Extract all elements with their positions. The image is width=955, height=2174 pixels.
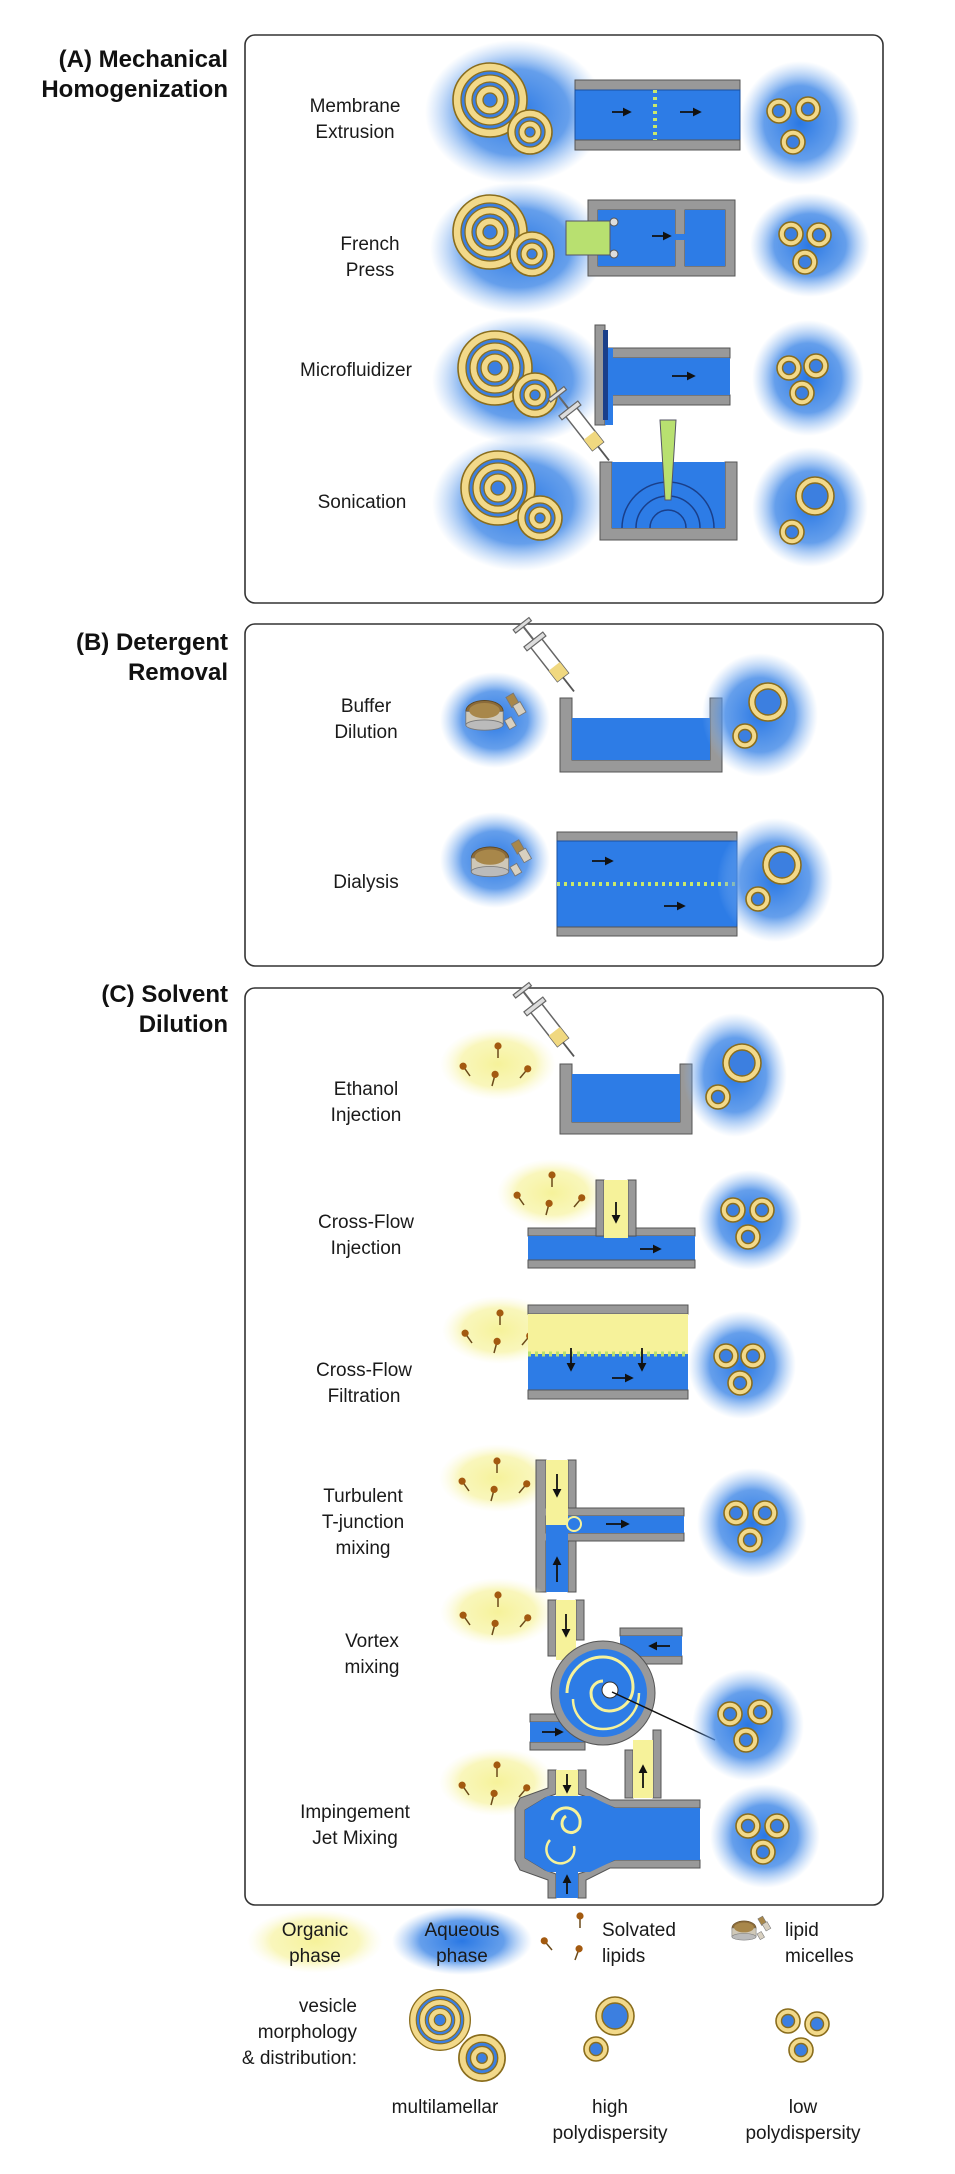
french-press-input-blob — [430, 182, 606, 314]
svg-text:mixing: mixing — [336, 1538, 391, 1559]
svg-text:polydispersity: polydispersity — [552, 2123, 668, 2144]
svg-text:phase: phase — [289, 1946, 341, 1967]
dialysis-input-blob — [440, 812, 550, 908]
french-press-device — [565, 199, 736, 277]
svg-text:Solvated: Solvated — [602, 1920, 676, 1941]
label-ethanol-injection: Ethanol Injection — [331, 1079, 402, 1126]
svg-text:Injection: Injection — [331, 1238, 402, 1259]
svg-text:multilamellar: multilamellar — [392, 2097, 499, 2118]
section-b-subtitle: Removal — [128, 659, 228, 686]
svg-text:morphology: morphology — [258, 2022, 358, 2043]
ethanol-injection-output-blob — [683, 1013, 787, 1137]
buffer-dilution-input-blob — [440, 672, 550, 768]
sonicator-probe-icon — [659, 419, 677, 501]
legend-vesicle-morphology-label: vesicle morphology & distribution: — [242, 1996, 358, 2069]
svg-text:Cross-Flow: Cross-Flow — [318, 1212, 414, 1233]
legend-low-polydispersity: low polydispersity — [745, 2008, 861, 2144]
svg-text:Impingement: Impingement — [300, 1802, 411, 1823]
svg-text:mixing: mixing — [345, 1657, 400, 1678]
buffer-dilution-vessel — [559, 697, 723, 773]
cross-flow-injection-input-blob — [497, 1159, 607, 1227]
cross-flow-injection-output-blob — [698, 1170, 802, 1270]
dialysis-device — [556, 831, 738, 937]
legend-organic-phase: Organic phase — [247, 1909, 383, 1973]
panel-a — [244, 34, 884, 604]
label-buffer-dilution: Buffer Dilution — [334, 696, 397, 743]
legend-high-polydispersity: high polydispersity — [552, 1996, 668, 2144]
ethanol-injection-vessel — [559, 1063, 693, 1135]
svg-text:Extrusion: Extrusion — [315, 122, 394, 143]
t-junction-output-blob — [697, 1468, 807, 1578]
label-membrane-extrusion: Membrane Extrusion — [310, 96, 401, 143]
sonication-output-blob — [752, 447, 868, 567]
t-junction-device — [535, 1459, 685, 1593]
dialysis-output-blob — [717, 818, 833, 942]
svg-text:Vortex: Vortex — [345, 1631, 399, 1652]
microfluidizer-output-blob — [752, 320, 864, 436]
buffer-dilution-output-blob — [702, 653, 818, 777]
legend-multilamellar: multilamellar — [392, 1989, 506, 2118]
label-sonication: Sonication — [318, 492, 407, 513]
svg-text:polydispersity: polydispersity — [745, 2123, 861, 2144]
legend-lipid-micelles: lipid micelles — [731, 1915, 854, 1967]
vortex-input-blob — [440, 1578, 556, 1646]
label-cross-flow-filtration: Cross-Flow Filtration — [316, 1360, 412, 1407]
svg-text:Press: Press — [346, 260, 395, 281]
sonication-input-blob — [432, 435, 608, 571]
svg-text:Filtration: Filtration — [328, 1386, 401, 1407]
svg-text:low: low — [789, 2097, 818, 2118]
svg-text:Jet Mixing: Jet Mixing — [312, 1828, 398, 1849]
label-dialysis: Dialysis — [333, 872, 398, 893]
svg-text:phase: phase — [436, 1946, 488, 1967]
svg-text:Cross-Flow: Cross-Flow — [316, 1360, 412, 1381]
section-b-title: (B) Detergent — [76, 629, 228, 656]
membrane-extrusion-device — [574, 79, 741, 151]
vortex-output-blob — [692, 1669, 804, 1781]
label-impingement-jet: Impingement Jet Mixing — [300, 1802, 411, 1849]
vortex-device — [529, 1599, 716, 1799]
svg-text:T-junction: T-junction — [322, 1512, 404, 1533]
svg-text:Injection: Injection — [331, 1105, 402, 1126]
legend-solvated-lipids: Solvated lipids — [538, 1911, 676, 1967]
membrane-extrusion-input-blob — [425, 40, 605, 184]
cross-flow-filtration-device — [527, 1304, 689, 1400]
french-press-output-blob — [750, 193, 870, 297]
svg-text:Dilution: Dilution — [334, 722, 397, 743]
svg-text:Microfluidizer: Microfluidizer — [300, 360, 413, 381]
svg-text:micelles: micelles — [785, 1946, 854, 1967]
cross-flow-filtration-output-blob — [688, 1311, 796, 1419]
section-c-subtitle: Dilution — [139, 1011, 228, 1038]
svg-text:lipids: lipids — [602, 1946, 645, 1967]
svg-text:Buffer: Buffer — [341, 696, 392, 717]
svg-text:lipid: lipid — [785, 1920, 819, 1941]
label-vortex-mixing: Vortex mixing — [345, 1631, 400, 1678]
svg-text:Organic: Organic — [282, 1920, 349, 1941]
section-c-title: (C) Solvent — [101, 981, 228, 1008]
ethanol-injection-input-blob — [440, 1028, 556, 1100]
cross-flow-injection-device — [527, 1179, 696, 1269]
label-cross-flow-injection: Cross-Flow Injection — [318, 1212, 414, 1259]
svg-text:Dialysis: Dialysis — [333, 872, 398, 893]
svg-text:French: French — [340, 234, 399, 255]
label-french-press: French Press — [340, 234, 399, 281]
label-microfluidizer: Microfluidizer — [300, 360, 413, 381]
svg-text:Ethanol: Ethanol — [334, 1079, 398, 1100]
svg-text:Sonication: Sonication — [318, 492, 407, 513]
section-a-subtitle: Homogenization — [41, 76, 228, 103]
svg-text:vesicle: vesicle — [299, 1996, 357, 2017]
section-a-title: (A) Mechanical — [59, 46, 228, 73]
impingement-output-blob — [710, 1784, 820, 1888]
svg-text:Turbulent: Turbulent — [323, 1486, 403, 1507]
svg-text:& distribution:: & distribution: — [242, 2048, 357, 2069]
label-turbulent-t-junction: Turbulent T-junction mixing — [322, 1486, 404, 1559]
svg-text:high: high — [592, 2097, 628, 2118]
legend-aqueous-phase: Aqueous phase — [392, 1907, 532, 1975]
impingement-device — [514, 1769, 701, 1899]
svg-text:Membrane: Membrane — [310, 96, 401, 117]
t-junction-input-blob — [439, 1444, 555, 1512]
svg-text:Aqueous: Aqueous — [424, 1920, 499, 1941]
microfluidizer-device — [594, 324, 731, 426]
membrane-extrusion-output-blob — [740, 61, 860, 185]
